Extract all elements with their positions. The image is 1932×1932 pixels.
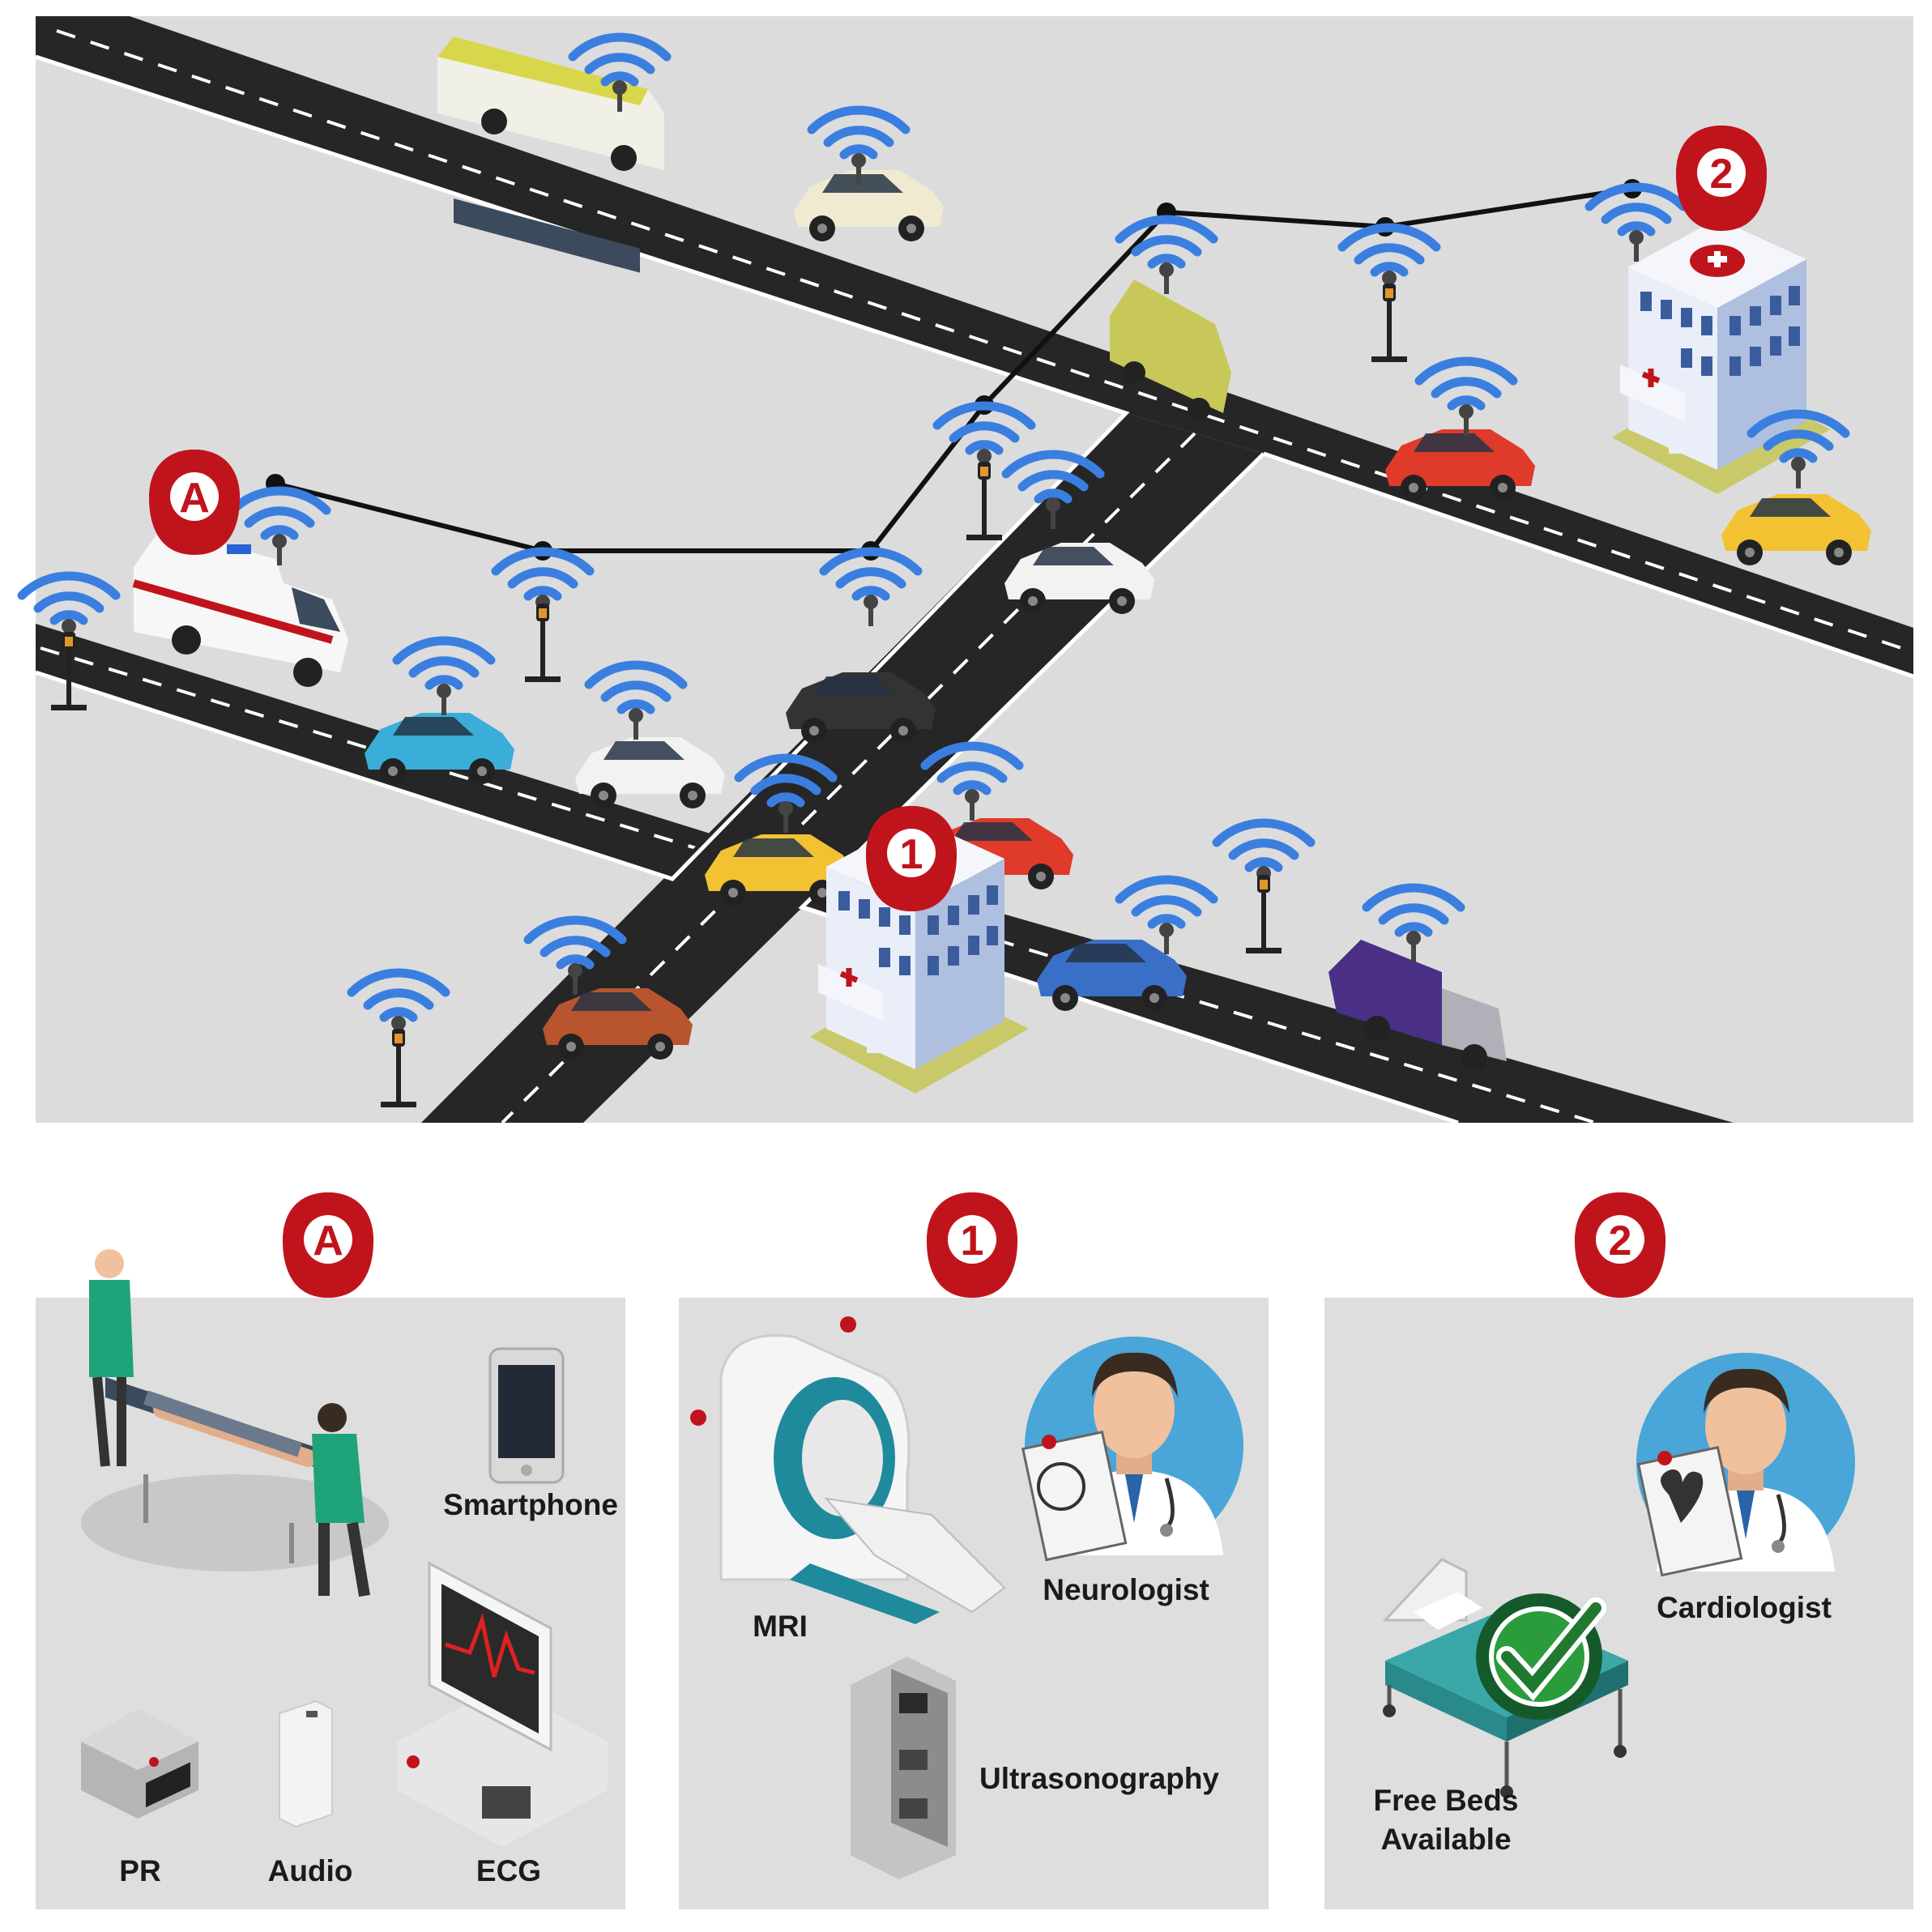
van-icon [1110, 279, 1231, 420]
checkmark-icon [1476, 1593, 1606, 1720]
svg-text:2: 2 [1710, 151, 1734, 198]
audio-label: Audio [268, 1854, 353, 1887]
location-pin-icon: 2 [1575, 1192, 1665, 1298]
location-pin-icon: 1 [927, 1192, 1017, 1298]
location-pin-icon: A [283, 1192, 373, 1298]
available-label: Available [1380, 1823, 1511, 1856]
ecg-label: ECG [476, 1854, 541, 1887]
ultrasound-machine-icon [851, 1657, 956, 1879]
svg-text:A: A [179, 475, 210, 522]
bus-icon [437, 36, 664, 273]
neurologist-label: Neurologist [1043, 1573, 1209, 1606]
doctor-icon [1021, 1337, 1243, 1562]
panel-hospital-1: 1 MRI Neurologist Ultrasonography [679, 1192, 1269, 1909]
stretcher-icon [81, 1249, 389, 1597]
pulse-monitor-icon [81, 1709, 198, 1819]
ecg-monitor-icon [397, 1561, 608, 1847]
svg-text:2: 2 [1609, 1218, 1632, 1265]
svg-text:1: 1 [961, 1218, 984, 1265]
doctor-icon [1636, 1353, 1855, 1577]
ambulance-icon [132, 527, 348, 687]
location-pin-icon: A [149, 450, 240, 555]
mri-scanner-icon [690, 1316, 1006, 1624]
smartphone-label: Smartphone [443, 1488, 618, 1521]
mri-label: MRI [753, 1610, 808, 1643]
svg-text:1: 1 [900, 831, 923, 878]
pr-label: PR [119, 1854, 160, 1887]
svg-text:A: A [313, 1218, 343, 1265]
ultrasonography-label: Ultrasonography [979, 1762, 1219, 1795]
city-map: A 1 2 [22, 16, 1914, 1125]
smartphone-icon [488, 1347, 565, 1484]
cardiologist-label: Cardiologist [1657, 1591, 1832, 1624]
location-pin-icon: 2 [1676, 126, 1767, 231]
truck-icon [1329, 940, 1507, 1070]
panel-ambulance: A Smartphone PR [36, 1192, 625, 1909]
audio-device-icon [279, 1700, 333, 1828]
location-pin-icon: 1 [866, 806, 957, 911]
panel-hospital-2: 2 Cardiologist Free Beds Available [1324, 1192, 1913, 1909]
free-beds-label: Free Beds [1374, 1784, 1519, 1817]
